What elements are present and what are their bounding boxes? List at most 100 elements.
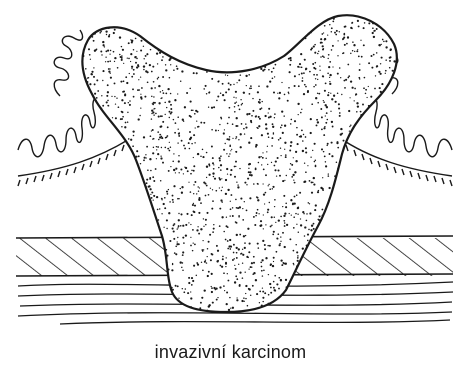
speckle (242, 263, 243, 264)
speckle (381, 57, 383, 59)
speckle (129, 104, 131, 106)
speckle (153, 108, 154, 109)
speckle (193, 184, 194, 185)
speckle (279, 175, 281, 177)
speckle (85, 68, 87, 70)
speckle (243, 235, 245, 237)
speckle (318, 190, 319, 191)
speckle (256, 293, 258, 295)
speckle (177, 237, 178, 238)
speckle (166, 107, 167, 108)
speckle (151, 109, 153, 111)
speckle (232, 215, 234, 217)
speckle (313, 86, 315, 88)
speckle (155, 113, 157, 115)
speckle (297, 103, 299, 105)
speckle (205, 224, 207, 226)
speckle (364, 77, 366, 79)
speckle (283, 115, 284, 116)
speckle (190, 173, 192, 175)
speckle (244, 201, 245, 202)
speckle (268, 184, 269, 185)
speckle (349, 126, 350, 127)
speckle (177, 198, 179, 200)
speckle (163, 227, 164, 228)
speckle (192, 204, 194, 206)
speckle (183, 242, 185, 244)
speckle (226, 257, 227, 258)
speckle (185, 288, 187, 290)
speckle (293, 263, 295, 265)
speckle (244, 242, 246, 244)
speckle (238, 248, 240, 250)
speckle (203, 182, 205, 184)
speckle (109, 60, 111, 62)
speckle (166, 219, 168, 221)
figure-caption: invazivní karcinom (0, 342, 461, 363)
speckle (292, 202, 294, 204)
speckle (335, 34, 337, 36)
speckle (294, 75, 296, 77)
speckle (174, 99, 176, 101)
speckle (171, 269, 173, 271)
speckle (328, 173, 329, 174)
speckle (145, 154, 146, 155)
speckle (311, 103, 313, 105)
speckle (325, 82, 327, 84)
speckle (90, 73, 92, 75)
speckle (172, 195, 174, 197)
speckle (293, 157, 294, 158)
speckle (189, 88, 191, 90)
speckle (198, 190, 199, 191)
speckle (214, 178, 216, 180)
speckle (271, 145, 273, 147)
speckle (170, 64, 171, 65)
speckle (236, 278, 238, 280)
speckle (153, 199, 154, 200)
speckle (283, 220, 285, 222)
speckle (328, 92, 329, 93)
speckle (178, 129, 179, 130)
speckle (280, 127, 282, 129)
speckle (354, 88, 356, 90)
speckle (246, 210, 248, 212)
speckle (278, 139, 280, 141)
speckle (150, 135, 152, 137)
speckle (389, 67, 391, 69)
speckle (168, 170, 170, 172)
speckle (325, 161, 326, 162)
speckle (138, 66, 140, 68)
speckle (269, 80, 271, 82)
speckle (251, 262, 253, 264)
speckle (203, 218, 204, 219)
speckle (265, 123, 267, 125)
speckle (344, 87, 346, 89)
speckle (180, 81, 181, 82)
speckle (182, 237, 184, 239)
speckle (380, 91, 382, 93)
speckle (135, 156, 137, 158)
speckle (204, 289, 206, 291)
speckle (303, 134, 304, 135)
speckle (310, 132, 312, 134)
speckle (308, 202, 309, 203)
speckle (297, 143, 299, 145)
speckle (277, 93, 278, 94)
speckle (240, 146, 242, 148)
speckle (258, 156, 260, 158)
speckle (225, 179, 227, 181)
speckle (356, 50, 358, 52)
speckle (350, 124, 351, 125)
speckle (236, 247, 238, 249)
speckle (169, 117, 170, 118)
speckle (358, 25, 360, 27)
speckle (118, 106, 120, 108)
speckle (248, 268, 249, 269)
speckle (149, 177, 151, 179)
speckle (264, 203, 265, 204)
speckle (153, 81, 155, 83)
speckle (274, 117, 275, 118)
speckle (172, 201, 174, 203)
speckle (182, 270, 184, 272)
speckle (248, 113, 250, 115)
